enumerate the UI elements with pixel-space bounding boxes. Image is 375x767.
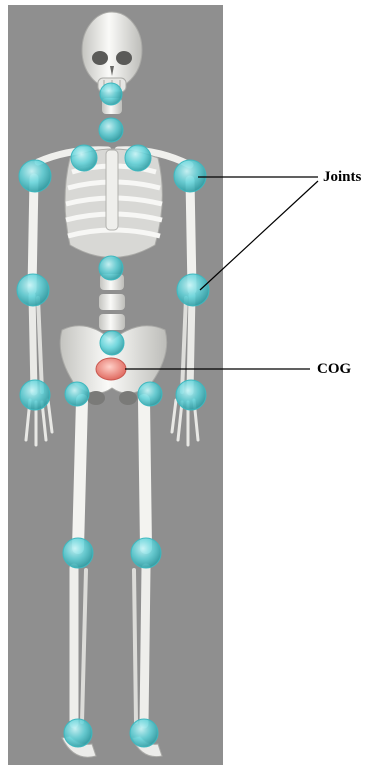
joint-marker bbox=[130, 719, 158, 747]
center-of-gravity-marker bbox=[96, 358, 126, 380]
joint-marker bbox=[17, 274, 49, 306]
joint-marker bbox=[20, 380, 50, 410]
joint-marker bbox=[65, 382, 89, 406]
joint-marker bbox=[99, 256, 123, 280]
joint-marker bbox=[131, 538, 161, 568]
joints-label: Joints bbox=[323, 169, 362, 185]
joint-marker bbox=[177, 274, 209, 306]
joint-marker bbox=[100, 83, 122, 105]
joint-marker bbox=[176, 380, 206, 410]
joint-marker bbox=[63, 538, 93, 568]
joint-marker bbox=[100, 331, 124, 355]
joint-marker bbox=[71, 145, 97, 171]
cog-label: COG bbox=[317, 361, 352, 377]
joint-marker bbox=[138, 382, 162, 406]
joint-marker bbox=[174, 160, 206, 192]
joint-marker bbox=[99, 118, 123, 142]
joint-marker bbox=[19, 160, 51, 192]
joint-marker bbox=[125, 145, 151, 171]
joint-marker bbox=[64, 719, 92, 747]
